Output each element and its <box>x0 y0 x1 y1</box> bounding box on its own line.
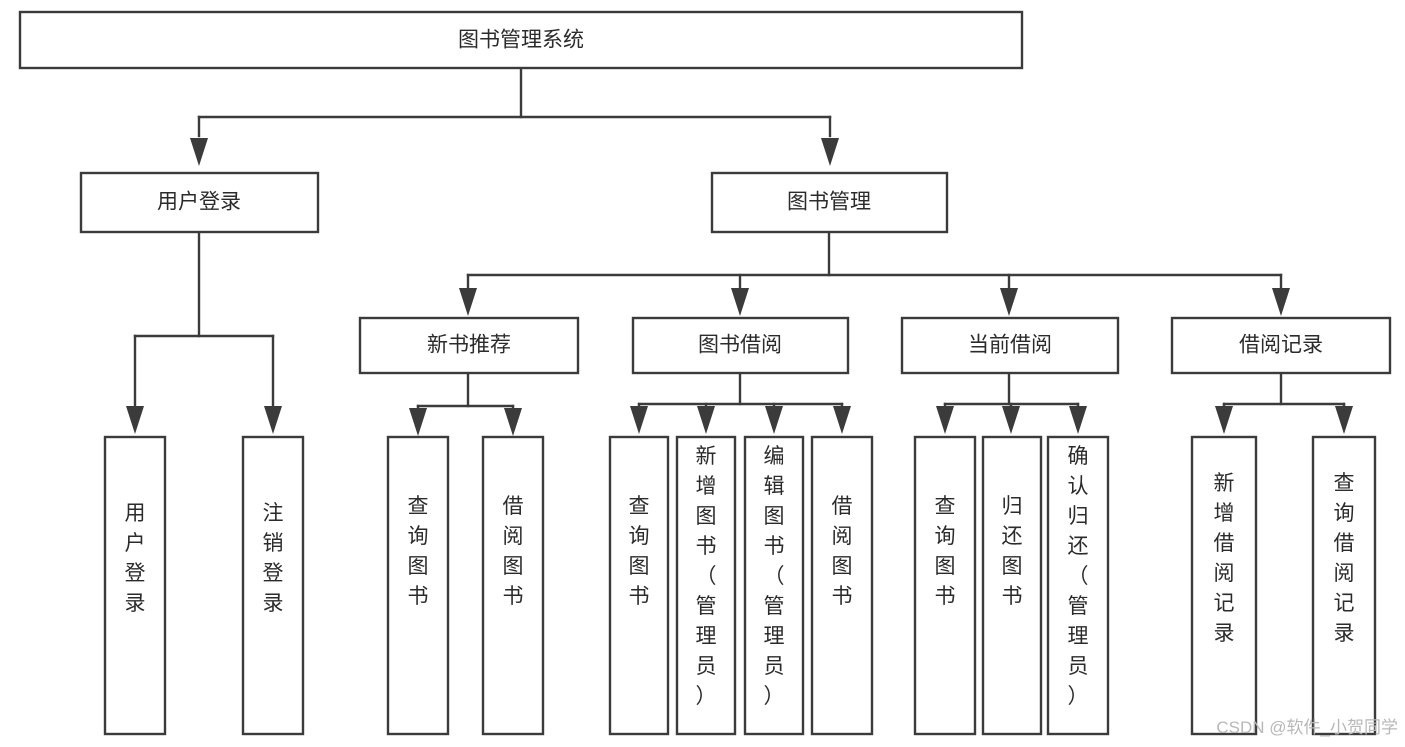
leaf-add-borrow-record-box[interactable] <box>1190 435 1258 736</box>
arrow-to-leaf-borrow-book-icon <box>833 406 851 434</box>
node-book-borrow[interactable]: 图书借阅 <box>631 316 850 375</box>
node-user-login-box[interactable] <box>79 171 320 234</box>
leaf-borrow-book[interactable]: 借阅图书 <box>810 435 874 736</box>
arrow-to-leaf-edit-book-admin-icon <box>765 406 783 434</box>
leaf-query-book-cur[interactable]: 查询图书 <box>913 435 977 736</box>
leaf-return-book[interactable]: 归还图书 <box>981 435 1043 736</box>
node-current-borrow-label: 当前借阅 <box>968 334 1052 357</box>
leaf-edit-book-admin-box[interactable] <box>743 435 805 736</box>
arrow-to-leaf-user-login-icon <box>126 406 144 434</box>
arrow-to-user-login-icon <box>190 138 208 166</box>
leaf-user-login-label: 用户登录 <box>125 502 146 615</box>
leaf-confirm-return-admin-box[interactable] <box>1046 435 1110 736</box>
leaf-confirm-return-admin[interactable]: 确认归还（管理员） <box>1046 435 1110 736</box>
leaf-query-book-rec-label: 查询图书 <box>408 495 429 608</box>
leaf-query-book-cur-label: 查询图书 <box>935 495 956 608</box>
leaf-add-book-admin[interactable]: 新增图书（管理员） <box>675 435 737 736</box>
leaf-user-logout-box[interactable] <box>241 435 305 736</box>
node-user-login[interactable]: 用户登录 <box>79 171 320 234</box>
leaf-query-book-borrow-label: 查询图书 <box>629 495 650 608</box>
leaf-add-book-admin-box[interactable] <box>675 435 737 736</box>
arrow-to-leaf-user-logout-icon <box>264 406 282 434</box>
leaf-query-book-rec-box[interactable] <box>386 435 450 736</box>
leaf-borrow-book-box[interactable] <box>810 435 874 736</box>
node-book-borrow-label: 图书借阅 <box>698 334 782 357</box>
node-current-borrow[interactable]: 当前借阅 <box>900 316 1120 375</box>
leaf-borrow-book-rec-box[interactable] <box>481 435 545 736</box>
node-book-manage-label: 图书管理 <box>787 191 871 214</box>
leaf-confirm-return-admin-label: 确认归还（管理员） <box>1068 445 1089 708</box>
leaf-return-book-box[interactable] <box>981 435 1043 736</box>
leaf-user-logout-label: 注销登录 <box>263 502 284 615</box>
node-user-login-label: 用户登录 <box>157 191 241 214</box>
arrow-to-leaf-borrow-book-rec-icon <box>504 408 522 436</box>
node-book-manage[interactable]: 图书管理 <box>710 171 949 234</box>
leaf-borrow-book-rec[interactable]: 借阅图书 <box>481 435 545 736</box>
leaf-query-borrow-record[interactable]: 查询借阅记录 <box>1311 435 1377 736</box>
leaf-user-login[interactable]: 用户登录 <box>103 435 167 736</box>
leaf-return-book-label: 归还图书 <box>1002 495 1023 608</box>
leaf-borrow-book-label: 借阅图书 <box>832 495 853 608</box>
leaf-add-book-admin-label: 新增图书（管理员） <box>696 445 717 708</box>
arrow-to-book-manage-icon <box>821 138 839 166</box>
leaf-edit-book-admin-label: 编辑图书（管理员） <box>764 445 785 708</box>
node-root[interactable]: 图书管理系统 <box>18 10 1024 70</box>
csdn-watermark: CSDN @软件_小贺同学 <box>1216 718 1398 737</box>
leaf-query-borrow-record-box[interactable] <box>1311 435 1377 736</box>
leaf-query-book-borrow-box[interactable] <box>608 435 670 736</box>
arrow-to-borrow-record-icon <box>1272 288 1290 316</box>
node-new-book-recommend-box[interactable] <box>358 316 580 375</box>
arrow-to-current-borrow-icon <box>1000 288 1018 316</box>
arrow-to-leaf-confirm-return-admin-icon <box>1069 406 1087 434</box>
connector-layer <box>126 66 1353 436</box>
node-book-borrow-box[interactable] <box>631 316 850 375</box>
arrow-to-leaf-query-book-borrow-icon <box>630 406 648 434</box>
leaf-query-book-cur-box[interactable] <box>913 435 977 736</box>
leaf-query-borrow-record-label: 查询借阅记录 <box>1334 472 1355 645</box>
node-root-label: 图书管理系统 <box>458 29 584 52</box>
node-book-manage-box[interactable] <box>710 171 949 234</box>
arrow-to-new-book-recommend-icon <box>459 288 477 316</box>
leaf-query-book-rec[interactable]: 查询图书 <box>386 435 450 736</box>
leaf-user-login-box[interactable] <box>103 435 167 736</box>
node-borrow-record[interactable]: 借阅记录 <box>1170 316 1392 375</box>
leaf-user-logout[interactable]: 注销登录 <box>241 435 305 736</box>
leaf-query-book-borrow[interactable]: 查询图书 <box>608 435 670 736</box>
arrow-to-leaf-query-book-rec-icon <box>409 408 427 436</box>
arrow-to-leaf-add-book-admin-icon <box>697 406 715 434</box>
arrow-to-leaf-query-borrow-record-icon <box>1335 406 1353 434</box>
node-current-borrow-box[interactable] <box>900 316 1120 375</box>
arrow-to-leaf-return-book-icon <box>1002 406 1020 434</box>
arrow-to-leaf-add-borrow-record-icon <box>1215 406 1233 434</box>
node-borrow-record-box[interactable] <box>1170 316 1392 375</box>
node-root-box[interactable] <box>18 10 1024 70</box>
arrow-to-leaf-query-book-cur-icon <box>936 406 954 434</box>
node-borrow-record-label: 借阅记录 <box>1239 334 1323 357</box>
leaf-edit-book-admin[interactable]: 编辑图书（管理员） <box>743 435 805 736</box>
node-new-book-recommend[interactable]: 新书推荐 <box>358 316 580 375</box>
leaf-borrow-book-rec-label: 借阅图书 <box>503 495 524 608</box>
leaf-add-borrow-record[interactable]: 新增借阅记录 <box>1190 435 1258 736</box>
node-new-book-recommend-label: 新书推荐 <box>427 334 511 357</box>
arrow-to-book-borrow-icon <box>731 288 749 316</box>
leaf-add-borrow-record-label: 新增借阅记录 <box>1214 472 1235 645</box>
